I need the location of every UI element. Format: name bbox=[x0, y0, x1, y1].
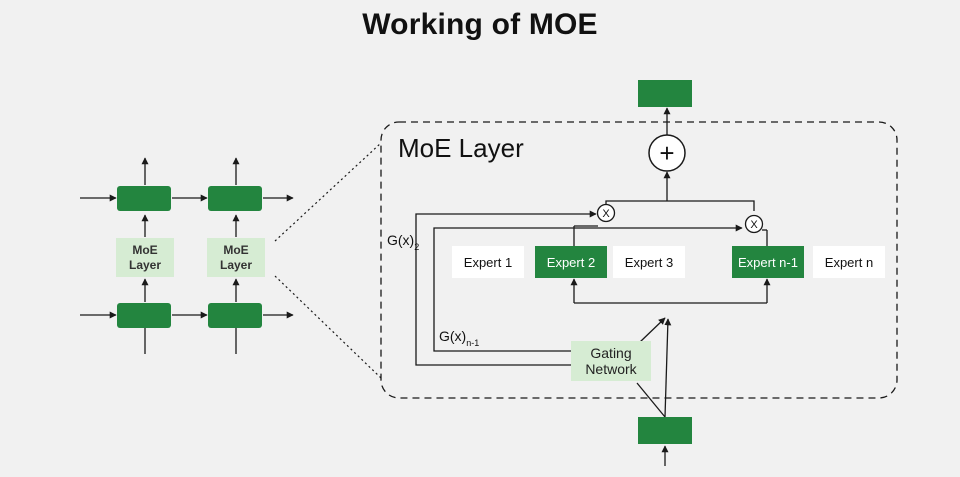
zoom-connector-top bbox=[274, 142, 382, 242]
zoom-connector-bottom bbox=[274, 275, 382, 379]
stack-col2-bottom-block bbox=[208, 303, 262, 328]
diagram-title: Working of MOE bbox=[362, 8, 598, 41]
moe-layer-frame bbox=[380, 121, 898, 399]
stack-col1-top-block bbox=[117, 186, 171, 211]
sum-node-symbol: + bbox=[659, 138, 674, 168]
gating-to-router-arrow bbox=[639, 317, 666, 343]
gate-weight-n1-line bbox=[433, 224, 743, 352]
gating-network-label-line1: Gating bbox=[590, 345, 631, 361]
multiply-node-expert2-symbol: X bbox=[602, 208, 610, 220]
gate-weight-n1-label: G(x)n-1 bbox=[439, 328, 479, 348]
stack-col1-moe-label-line1: MoE bbox=[132, 243, 157, 257]
stack-col2-moe-label-line2: Layer bbox=[220, 258, 252, 272]
expert-1-box bbox=[452, 246, 524, 278]
gating-network-box bbox=[571, 341, 651, 381]
expert-2-label: Expert 2 bbox=[547, 255, 595, 270]
expert-n1-label: Expert n-1 bbox=[738, 255, 798, 270]
expert-1-label: Expert 1 bbox=[464, 255, 512, 270]
expert-2-box bbox=[535, 246, 607, 278]
stack-col1-moe-layer-box bbox=[116, 238, 174, 277]
multiply-node-expertn1-symbol: X bbox=[750, 219, 758, 231]
input-to-router-arrow bbox=[664, 318, 672, 418]
expert-n-box bbox=[813, 246, 885, 278]
input-block bbox=[638, 417, 692, 444]
moe-layer-title: MoE Layer bbox=[398, 133, 524, 163]
output-block bbox=[638, 80, 692, 107]
sum-node bbox=[648, 134, 686, 172]
multiply-node-expertn1 bbox=[744, 214, 764, 234]
gate-weight-2-label: G(x)2 bbox=[387, 232, 419, 252]
multiply-node-expert2 bbox=[596, 203, 616, 223]
stack-col1-moe-label-line2: Layer bbox=[129, 258, 161, 272]
left-stack-blocks: MoE Layer MoE Layer bbox=[116, 186, 265, 328]
expert-3-label: Expert 3 bbox=[625, 255, 673, 270]
stack-col2-moe-label-line1: MoE bbox=[223, 243, 248, 257]
expert-n-label: Expert n bbox=[825, 255, 873, 270]
expert-3-box bbox=[613, 246, 685, 278]
stack-col2-moe-layer-box bbox=[207, 238, 265, 277]
expert-n1-box bbox=[732, 246, 804, 278]
gate-weight-2-line bbox=[415, 210, 597, 366]
experts: Expert 1 Expert 2 Expert 3 Expert n-1 Ex… bbox=[452, 246, 885, 278]
stack-col1-bottom-block bbox=[117, 303, 171, 328]
input-to-gating-line bbox=[636, 382, 666, 418]
stack-col2-top-block bbox=[208, 186, 262, 211]
products-combine-line bbox=[605, 200, 755, 211]
gating-network-label-line2: Network bbox=[585, 361, 637, 377]
left-stack bbox=[80, 157, 294, 354]
